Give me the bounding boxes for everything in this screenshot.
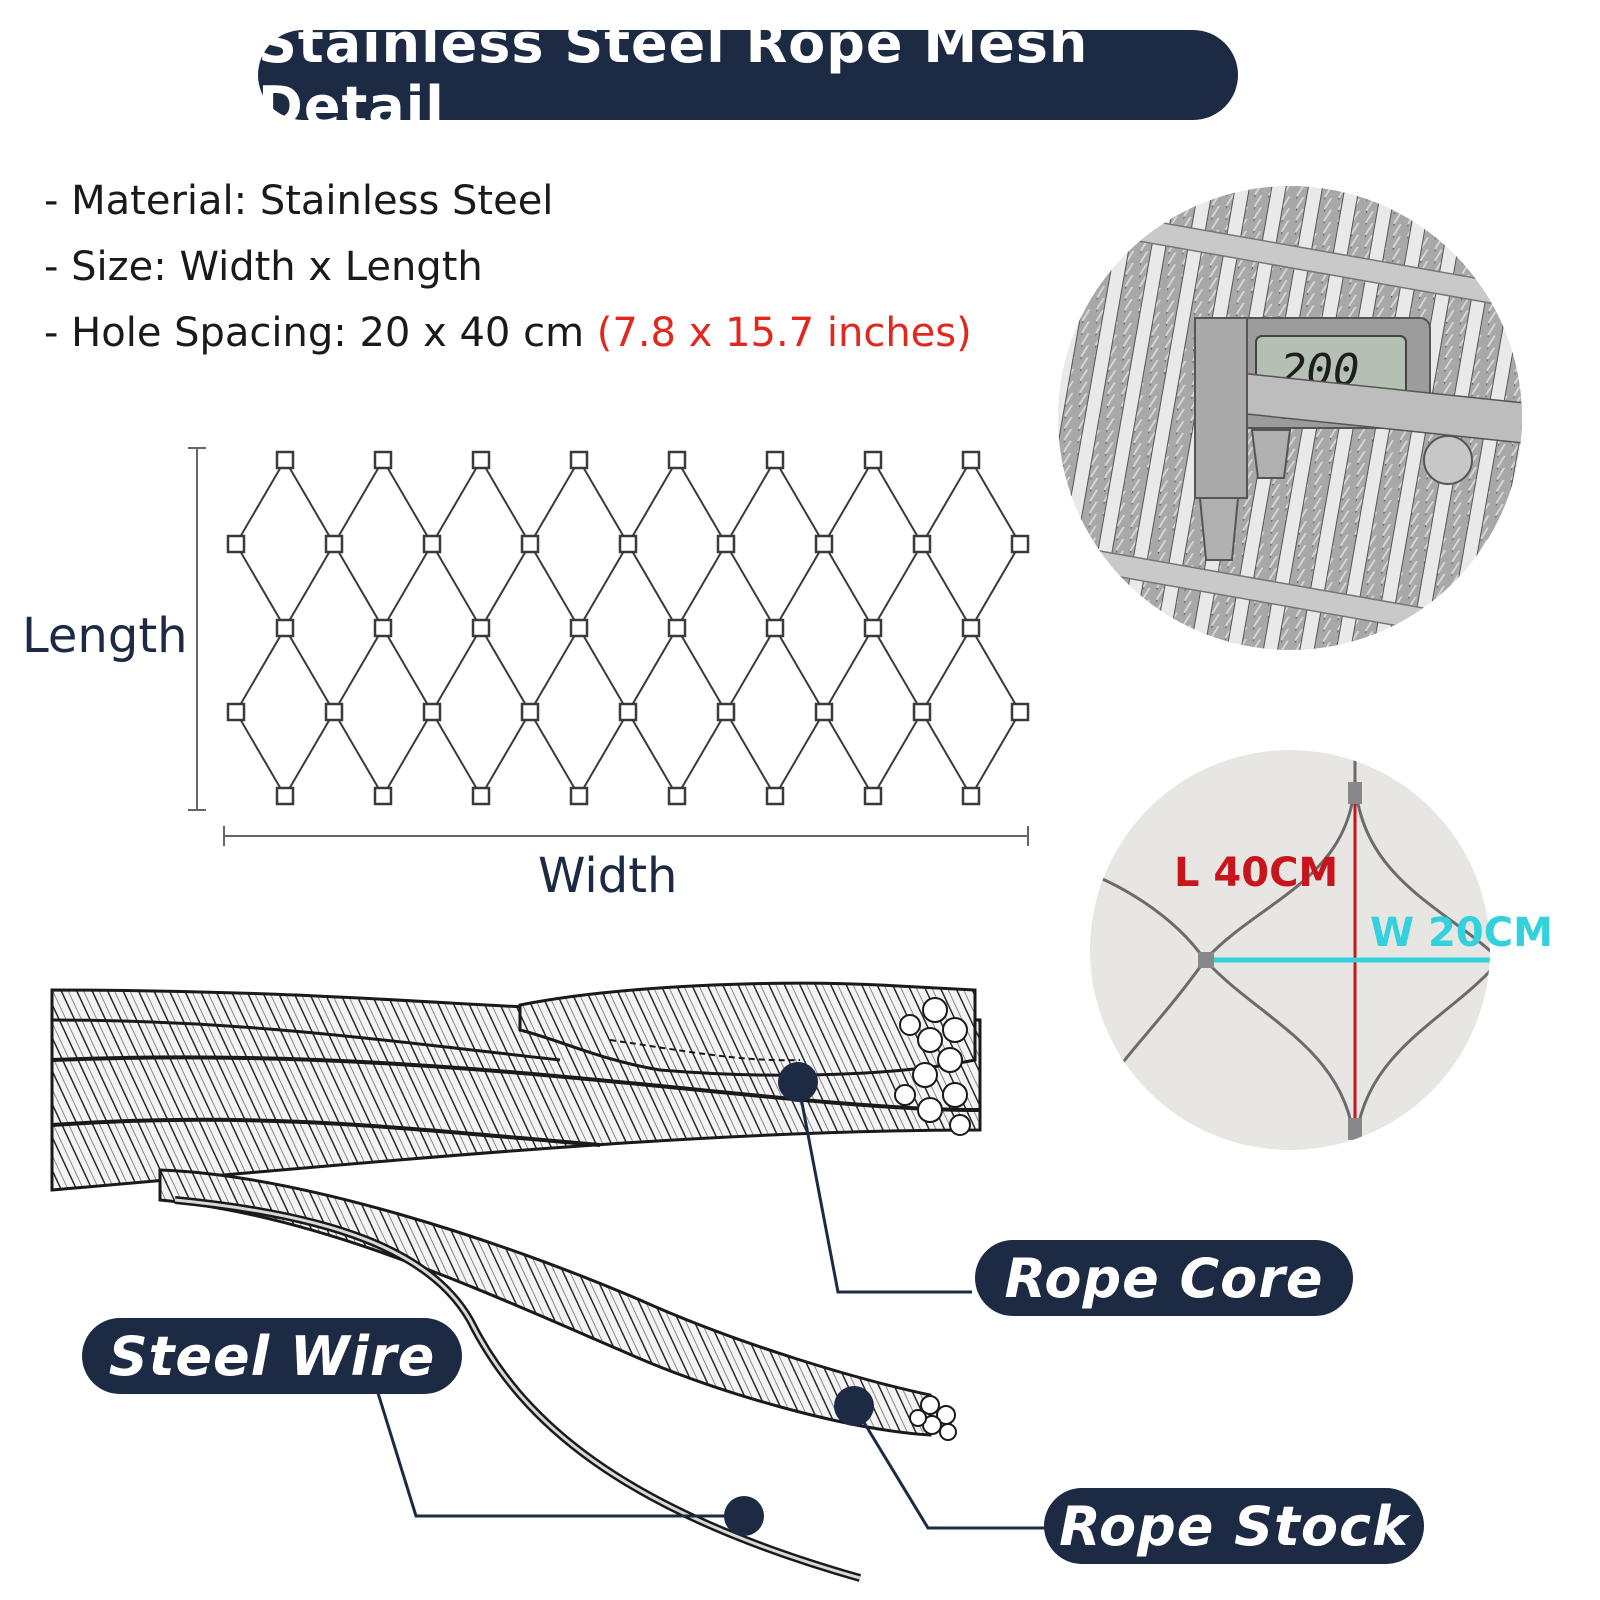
photo-width-label: W 20CM [1370,910,1553,956]
cable-strand [1305,186,1422,650]
mesh-clamp [765,786,785,806]
mesh-clamp [765,450,785,470]
mesh-clamp [226,702,246,722]
rope-stock-leader [834,1386,1050,1530]
mesh-clamp [667,450,687,470]
mesh-clamp [275,786,295,806]
mesh-clamp [275,450,295,470]
cable-strand [1058,186,1174,650]
spec-size: - Size: Width x Length [44,244,483,290]
length-label: Length [22,608,188,664]
spec-spacing-imperial: (7.8 x 15.7 inches) [596,310,972,356]
mesh-clamp [863,450,883,470]
mesh-clamp [569,450,589,470]
mesh-clamp [422,534,442,554]
mesh-clamp [716,702,736,722]
wire-rope-illustration [50,981,982,1582]
mesh-measure-photo [1090,750,1490,1150]
width-label: Width [538,848,678,904]
mesh-clamp [765,618,785,638]
mesh-clamp [667,618,687,638]
caliper-tool: 200 [1194,317,1522,561]
mesh-clamp [667,786,687,806]
cable-strand [1092,186,1210,650]
mesh-clamp [324,702,344,722]
mesh-clamp [471,618,491,638]
mesh-clamp [961,618,981,638]
mesh-clamp [373,786,393,806]
cable-strand [1340,186,1458,650]
mesh-clamp [471,450,491,470]
mesh-clamp [912,534,932,554]
mesh-clamp [471,786,491,806]
mesh-clamp [716,534,736,554]
spec-spacing: - Hole Spacing: 20 x 40 cm (7.8 x 15.7 i… [44,310,972,356]
mesh-clamp [1010,702,1030,722]
mesh-clamp [618,534,638,554]
mesh-clamp [569,618,589,638]
steel-wire-leader [376,1392,764,1536]
mesh-clamp [863,786,883,806]
mesh-clamp [275,618,295,638]
mesh-clamp [912,702,932,722]
mesh-clamp [324,534,344,554]
spec-material: - Material: Stainless Steel [44,178,554,224]
mesh-clamp [520,534,540,554]
mesh-clamp [1010,534,1030,554]
length-dimension [188,447,206,811]
rope-stock-callout: Rope Stock [1044,1488,1424,1564]
mesh-clamp [814,702,834,722]
photo-length-label: L 40CM [1174,850,1339,896]
caliper-photo: 200 [1058,186,1522,650]
width-dimension [223,826,1029,846]
mesh-clamp [569,786,589,806]
mesh-clamp [520,702,540,722]
mesh-clamp [373,618,393,638]
mesh-clamp [814,534,834,554]
mesh-clamp [618,702,638,722]
mesh-clamp [863,618,883,638]
mesh-clamp [961,786,981,806]
spec-spacing-metric: - Hole Spacing: 20 x 40 cm [44,310,597,356]
rope-core-leader [778,1062,972,1294]
steel-wire-callout: Steel Wire [82,1318,462,1394]
mesh-clamp [226,534,246,554]
rope-core-callout: Rope Core [975,1240,1353,1316]
mesh-schematic [226,450,1030,806]
mesh-clamp [422,702,442,722]
mesh-clamp [373,450,393,470]
mesh-clamp [961,450,981,470]
